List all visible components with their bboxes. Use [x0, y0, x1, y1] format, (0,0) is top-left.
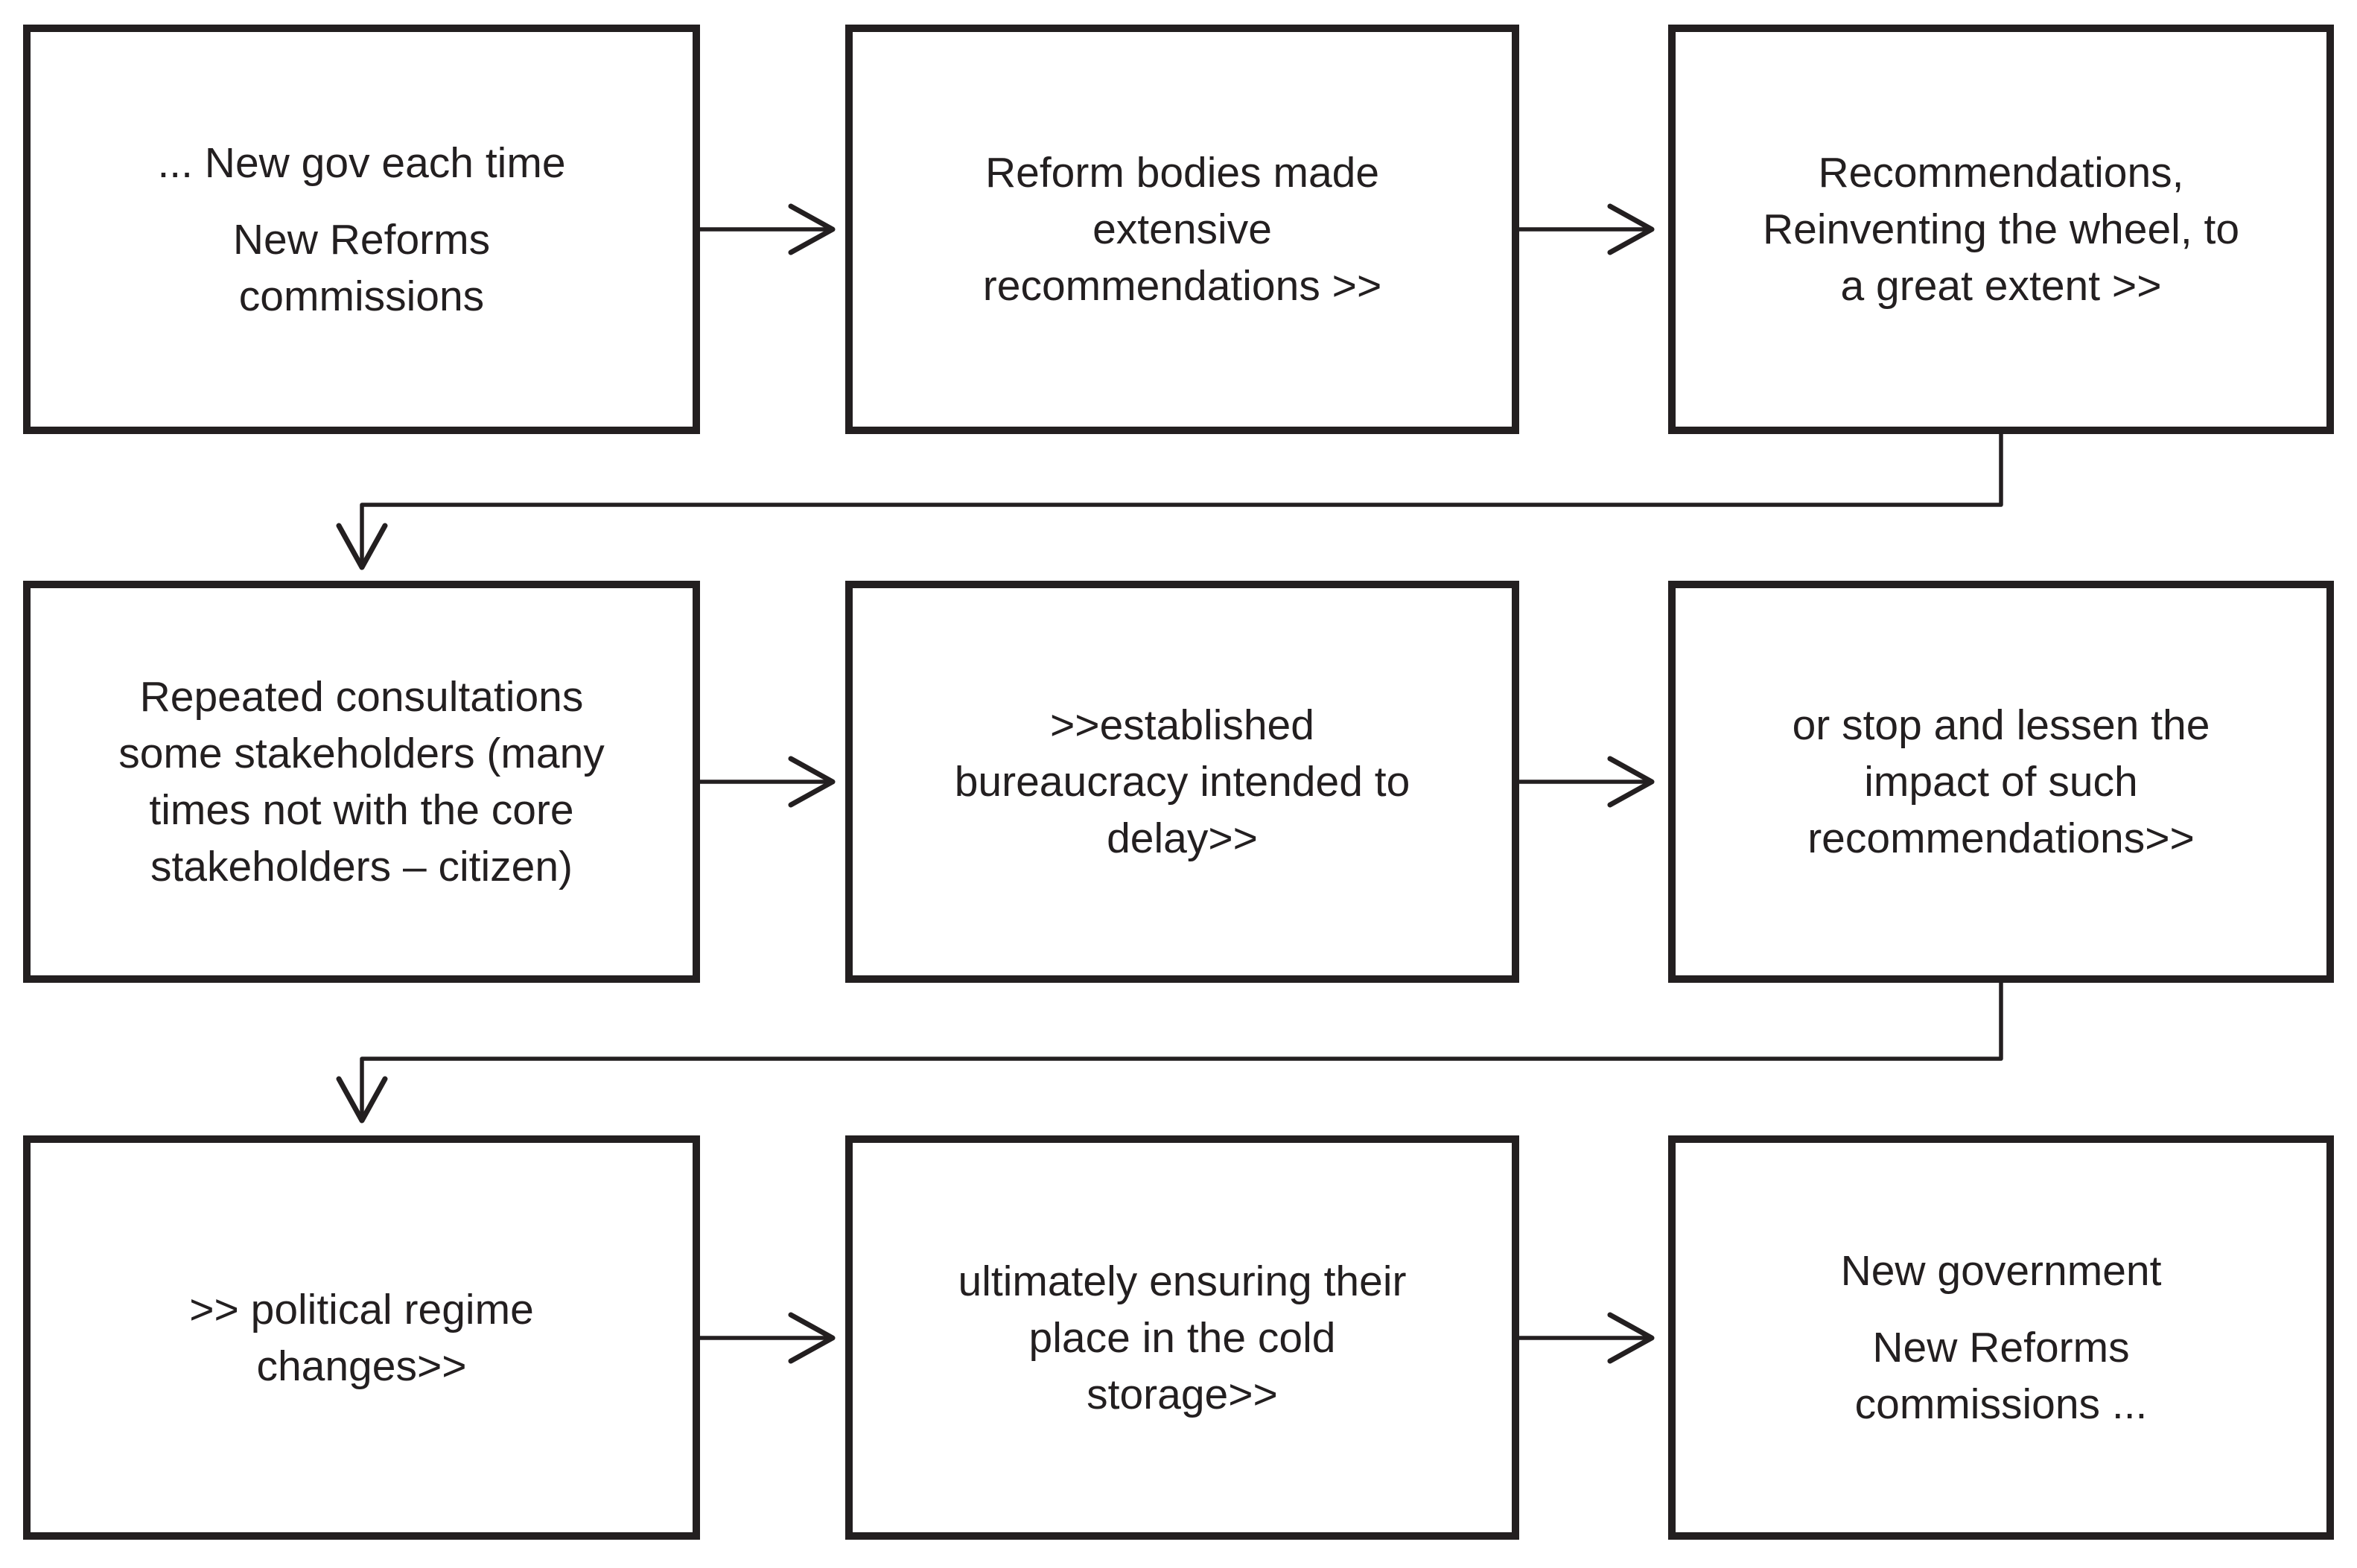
text-line: New Reforms	[232, 215, 491, 264]
text-line: Repeated consultations	[139, 673, 584, 721]
arrow-box6-to-box7-wrap-icon	[336, 981, 2003, 1124]
text-line: >>established	[1050, 701, 1314, 749]
flow-box-4: Repeated consultations some stakeholders…	[23, 581, 700, 983]
text-line: stakeholders – citizen)	[150, 843, 573, 890]
arrow-box8-to-box9-icon	[1517, 1312, 1655, 1364]
text-line: or stop and lessen the	[1792, 701, 2210, 749]
box-2-paragraph-1: Reform bodies made extensive recommendat…	[983, 144, 1381, 314]
text-line: a great extent >>	[1840, 262, 2162, 310]
flow-box-7: >> political regime changes>>	[23, 1135, 700, 1540]
text-line: >> political regime	[189, 1285, 534, 1333]
text-line: Reform bodies made	[985, 149, 1380, 197]
text-line: New Reforms	[1872, 1324, 2130, 1371]
text-line: commissions	[238, 272, 485, 320]
box-1-paragraph-2: New Reforms commissions	[233, 211, 490, 325]
flow-box-8: ultimately ensuring their place in the c…	[845, 1135, 1519, 1540]
text-line: bureaucracy intended to	[954, 758, 1410, 806]
text-line: changes>>	[256, 1342, 467, 1390]
flow-box-6: or stop and lessen the impact of such re…	[1668, 581, 2334, 983]
text-line: some stakeholders (many	[118, 730, 605, 777]
box-4-paragraph-1: Repeated consultations some stakeholders…	[118, 669, 605, 895]
text-line: Recommendations,	[1818, 149, 2184, 197]
text-line: Reinventing the wheel, to	[1762, 205, 2240, 253]
box-9-paragraph-2: New Reforms commissions ...	[1855, 1319, 2148, 1432]
box-1-paragraph-1: ... New gov each time	[157, 135, 565, 191]
text-line: extensive	[1092, 205, 1272, 253]
arrow-box1-to-box2-icon	[698, 203, 836, 255]
box-9-paragraph-1: New government	[1841, 1243, 2162, 1299]
text-line: ultimately ensuring their	[958, 1257, 1407, 1305]
text-line: place in the cold	[1028, 1313, 1336, 1362]
flow-box-5: >>established bureaucracy intended to de…	[845, 581, 1519, 983]
text-line: times not with the core	[149, 786, 574, 834]
text-line: New government	[1840, 1247, 2162, 1295]
arrow-box3-to-box4-wrap-icon	[336, 432, 2003, 570]
arrow-box2-to-box3-icon	[1517, 203, 1655, 255]
text-line: storage>>	[1087, 1370, 1278, 1418]
text-line: impact of such	[1864, 758, 2138, 806]
flow-box-9: New government New Reforms commissions .…	[1668, 1135, 2334, 1540]
text-line: recommendations>>	[1807, 815, 2195, 862]
flow-box-1: ... New gov each time New Reforms commis…	[23, 25, 700, 434]
arrow-box5-to-box6-icon	[1517, 756, 1655, 808]
box-8-paragraph-1: ultimately ensuring their place in the c…	[958, 1253, 1407, 1423]
flow-box-3: Recommendations, Reinventing the wheel, …	[1668, 25, 2334, 434]
box-3-paragraph-1: Recommendations, Reinventing the wheel, …	[1763, 144, 2239, 314]
box-6-paragraph-1: or stop and lessen the impact of such re…	[1793, 697, 2210, 867]
flow-box-2: Reform bodies made extensive recommendat…	[845, 25, 1519, 434]
text-line: commissions ...	[1854, 1380, 2148, 1428]
box-7-paragraph-1: >> political regime changes>>	[189, 1281, 534, 1395]
text-line: delay>>	[1107, 815, 1258, 862]
box-5-paragraph-1: >>established bureaucracy intended to de…	[955, 697, 1410, 867]
arrow-box7-to-box8-icon	[698, 1312, 836, 1364]
text-line: recommendations >>	[982, 262, 1382, 310]
text-line: ... New gov each time	[157, 138, 566, 187]
arrow-box4-to-box5-icon	[698, 756, 836, 808]
